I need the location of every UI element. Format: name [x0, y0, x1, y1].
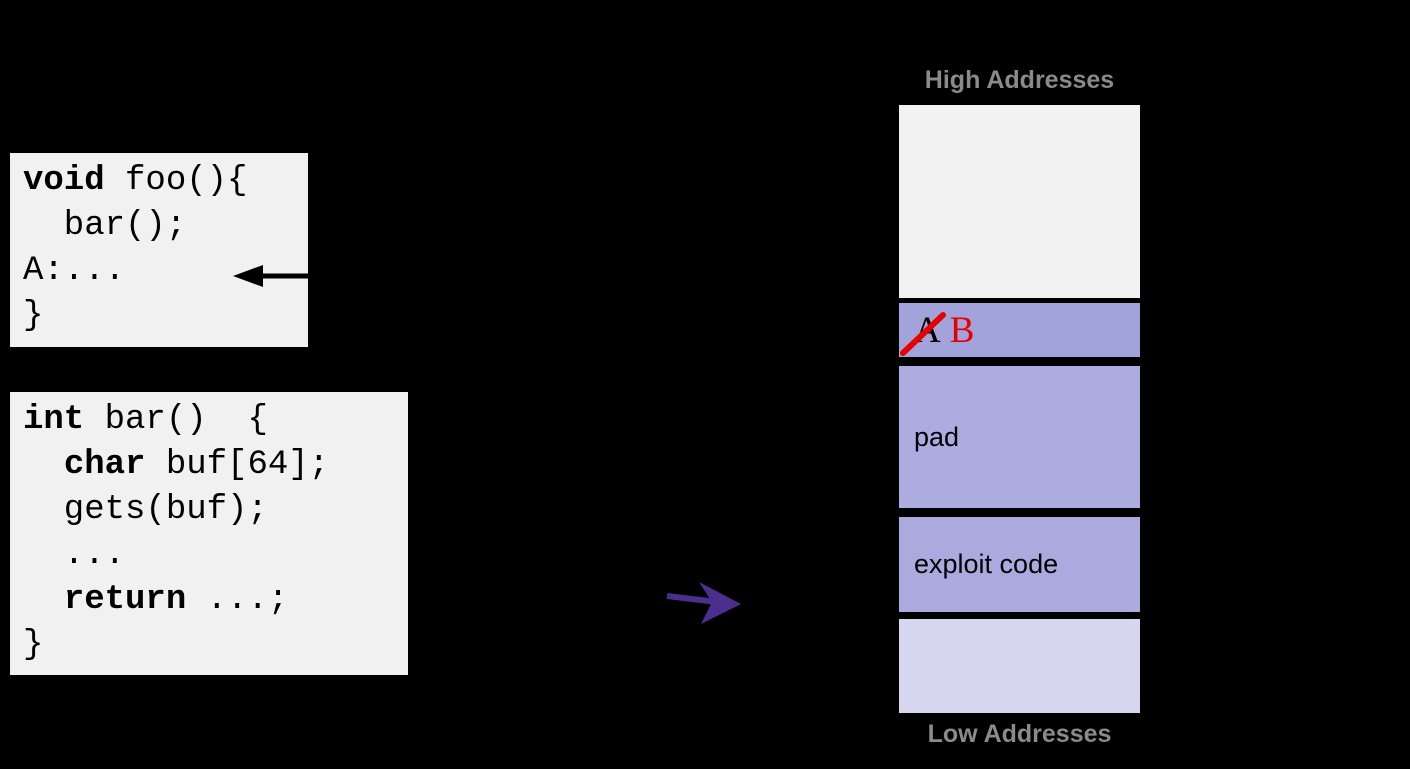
code-text: bar() { — [84, 401, 268, 439]
code-text: foo(){ — [104, 162, 248, 200]
keyword-return: return — [63, 581, 187, 619]
high-addresses-label: High Addresses — [924, 66, 1115, 94]
old-return-address-value: A — [914, 309, 941, 351]
keyword-int: int — [23, 401, 85, 439]
stack-box-caller-frame — [899, 105, 1140, 298]
stack-box-pad: pad — [899, 366, 1140, 508]
stack-box-return-address: A B — [899, 303, 1140, 357]
code-text: A:... — [23, 252, 126, 290]
low-addresses-label: Low Addresses — [927, 720, 1112, 748]
pad-label: pad — [914, 421, 960, 452]
bar-code-block: int bar() { char buf[64]; gets(buf); ...… — [10, 392, 408, 675]
keyword-char: char — [63, 446, 146, 484]
new-return-address-value: B — [949, 309, 975, 351]
code-line: int bar() { — [23, 398, 408, 443]
code-line: return ...; — [23, 578, 408, 623]
code-text: } — [23, 626, 44, 664]
code-text — [23, 581, 64, 619]
code-line: void foo(){ — [23, 159, 308, 204]
code-line: } — [23, 623, 408, 668]
code-line-gets: gets(buf); — [23, 488, 408, 533]
code-text: ... — [23, 536, 126, 574]
stack-box-buffer-bottom — [899, 619, 1140, 713]
injection-flow-arrow — [666, 582, 741, 624]
code-text: bar(); — [23, 207, 187, 245]
code-text: gets(buf); — [23, 491, 268, 529]
code-line: } — [23, 294, 308, 339]
code-line: bar(); — [23, 204, 308, 249]
code-text — [23, 446, 64, 484]
stack-box-exploit-code: exploit code — [899, 517, 1140, 612]
code-text: ...; — [186, 581, 289, 619]
code-text: buf[64]; — [145, 446, 330, 484]
code-line: ... — [23, 533, 408, 578]
code-line-label-A: A:... — [23, 249, 308, 294]
code-line: char buf[64]; — [23, 443, 408, 488]
keyword-void: void — [23, 162, 105, 200]
code-text: } — [23, 297, 44, 335]
foo-code-block: void foo(){ bar(); A:... } — [10, 153, 308, 347]
exploit-code-label: exploit code — [914, 549, 1059, 579]
